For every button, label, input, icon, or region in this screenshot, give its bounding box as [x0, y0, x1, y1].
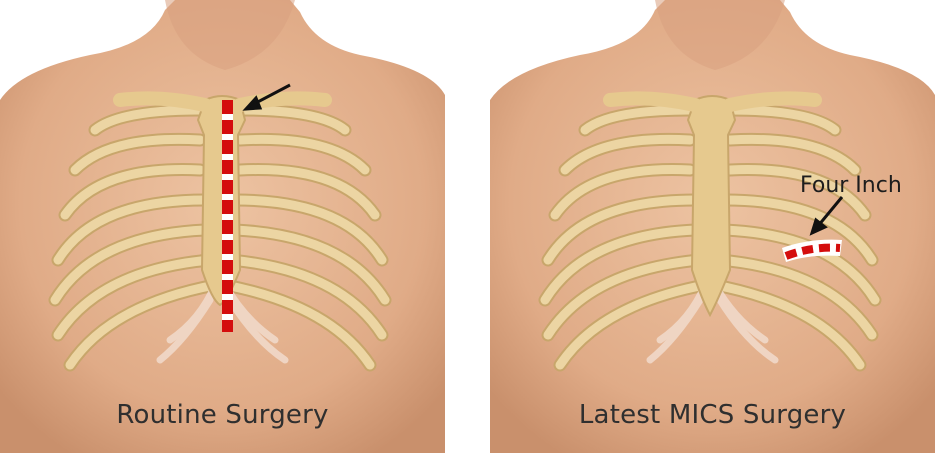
sternum: [198, 96, 245, 305]
sternotomy-incision: [222, 100, 233, 332]
mics-surgery-panel: Latest MICS Surgery Four Inch: [490, 0, 935, 453]
routine-surgery-caption: Routine Surgery: [0, 400, 445, 430]
four-inch-label: Four Inch: [800, 173, 902, 198]
mics-chest-illustration: [490, 0, 935, 453]
routine-surgery-panel: Routine Surgery: [0, 0, 445, 453]
routine-chest-illustration: [0, 0, 445, 453]
mics-surgery-caption: Latest MICS Surgery: [490, 400, 935, 430]
